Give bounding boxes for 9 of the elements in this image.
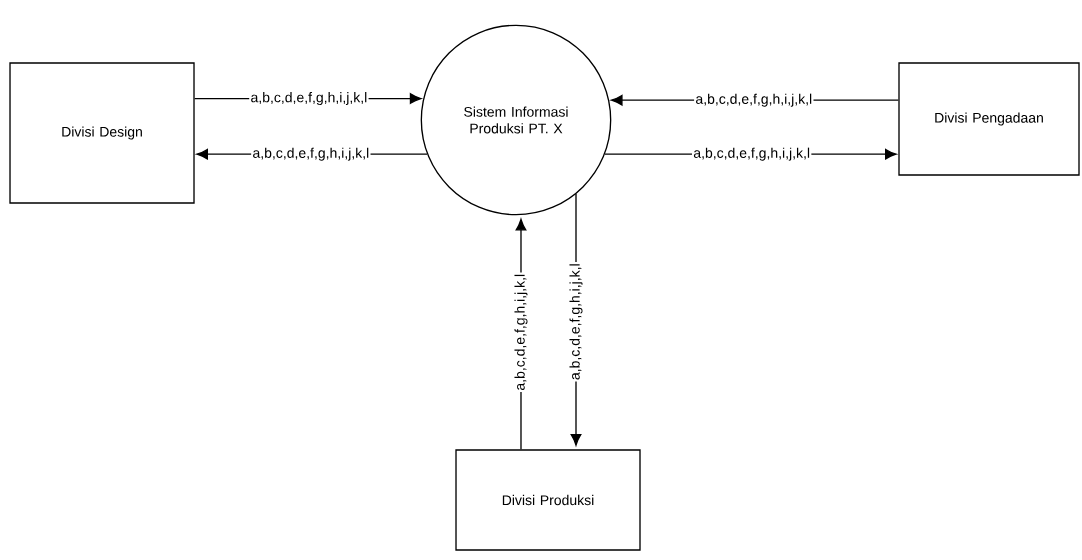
entity-box: Divisi Design: [9, 62, 195, 204]
edge-label: a,b,c,d,e,f,g,h,i,j,k,l: [692, 146, 812, 162]
edge-label: a,b,c,d,e,f,g,h,i,j,k,l: [694, 92, 814, 109]
edge-label: a,b,c,d,e,f,g,h,i,j,k,l: [251, 146, 371, 162]
entity-box: Divisi Pengadaan: [898, 62, 1080, 176]
edge-label: a,b,c,d,e,f,g,h,i,j,k,l: [568, 262, 584, 382]
edge-label: a,b,c,d,e,f,g,h,i,j,k,l: [513, 272, 529, 392]
entity-box: Divisi Produksi: [455, 449, 641, 551]
edge-label: a,b,c,d,e,f,g,h,i,j,k,l: [249, 90, 369, 107]
